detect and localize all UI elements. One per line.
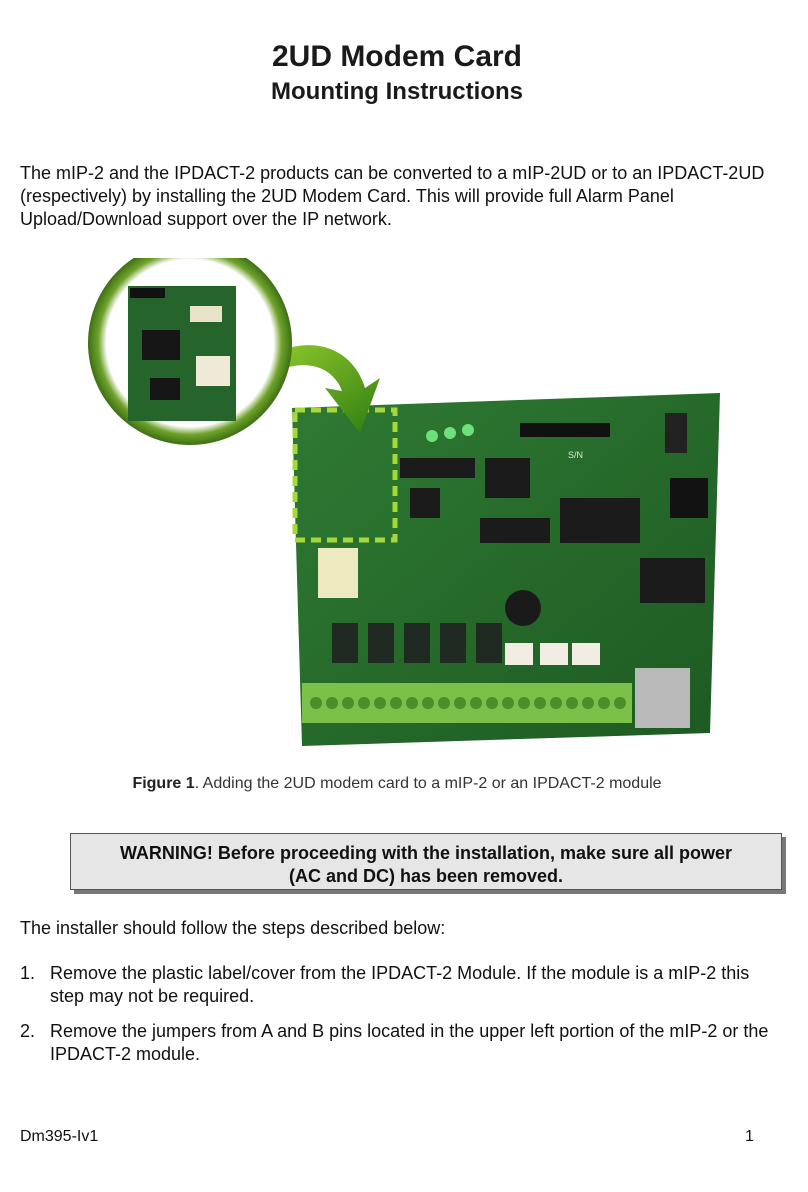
step-number: 1. [20, 963, 36, 983]
list-item: 2. Remove the jumpers from A and B pins … [20, 1020, 780, 1066]
warning-line-2: (AC and DC) has been removed. [288, 866, 564, 886]
list-item: 1. Remove the plastic label/cover from t… [20, 962, 780, 1008]
intro-paragraph: The mIP-2 and the IPDACT-2 products can … [20, 163, 765, 229]
step-number: 2. [20, 1021, 36, 1041]
page-number: 1 [745, 1128, 754, 1145]
page-title: 2UD Modem Card [271, 40, 523, 73]
step-text: Remove the plastic label/cover from the … [50, 963, 750, 1006]
step-text: Remove the jumpers from A and B pins loc… [50, 1021, 769, 1064]
warning-line-1: WARNING! Before proceeding with the inst… [119, 843, 733, 863]
board-sn-label: S/N [568, 450, 583, 460]
steps-list: 1. Remove the plastic label/cover from t… [20, 962, 780, 1078]
steps-intro: The installer should follow the steps de… [20, 918, 446, 938]
caption-text: . Adding the 2UD modem card to a mIP-2 o… [194, 775, 662, 792]
document-id: Dm395-Iv1 [20, 1128, 99, 1145]
caption-label: Figure 1 [132, 775, 195, 792]
figure-1: S/N [80, 241, 730, 758]
figure-caption: Figure 1. Adding the 2UD modem card to a… [0, 775, 794, 793]
warning-box: WARNING! Before proceeding with the inst… [70, 833, 782, 890]
board-illustration: S/N [88, 241, 720, 746]
main-board: S/N [292, 393, 720, 746]
page-subtitle: Mounting Instructions [271, 78, 523, 105]
modem-card-zoom [88, 241, 292, 445]
